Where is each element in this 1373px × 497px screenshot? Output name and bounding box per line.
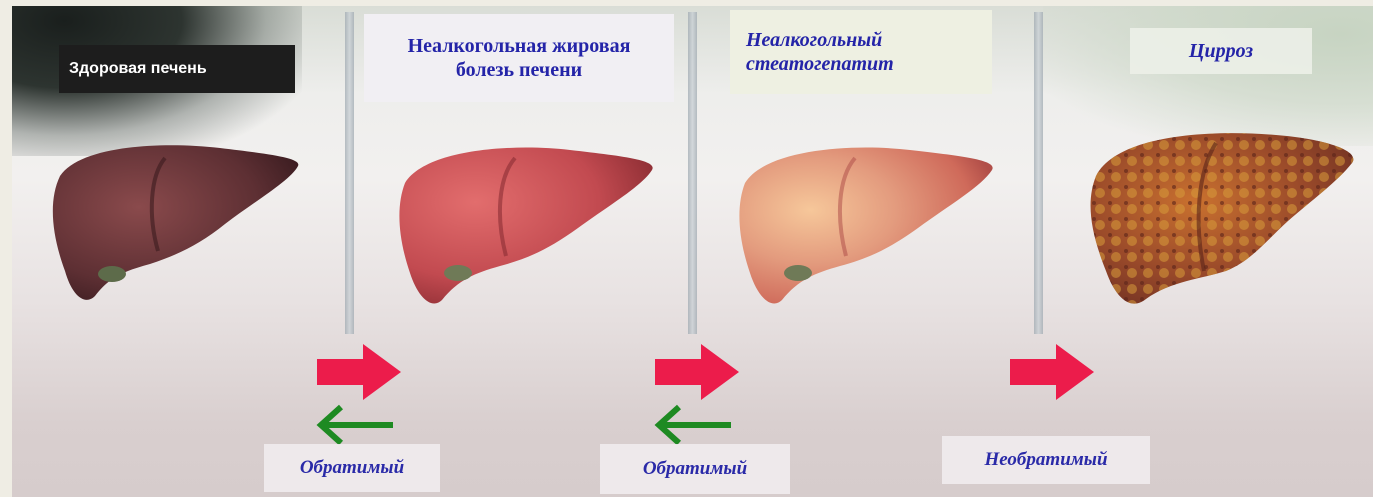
transition-label-1-text: Обратимый [300,457,404,479]
divider-3 [1034,12,1043,334]
forward-arrow-3 [1010,344,1095,400]
stage-title-nash-line1: Неалкогольный [746,28,882,52]
stage-title-healthy: Здоровая печень [59,45,295,93]
divider-1 [345,12,354,334]
transition-label-3: Необратимый [942,436,1150,484]
stage-title-healthy-text: Здоровая печень [69,60,207,78]
stage-title-nafld-line1: Неалкогольная жировая [364,34,674,58]
stage-title-nash: Неалкогольный стеатогепатит [730,10,992,94]
stage-title-nafld: Неалкогольная жировая болезь печени [364,14,674,102]
stage-title-nafld-line2: болезь печени [364,58,674,82]
transition-label-3-text: Необратимый [984,449,1107,471]
transition-label-1: Обратимый [264,444,440,492]
stage-title-cirrhosis: Цирроз [1130,28,1312,74]
transition-label-2: Обратимый [600,444,790,494]
forward-arrow-1 [317,344,402,400]
illustration-panel: Здоровая печень Неалкогольная жировая бо… [12,6,1373,497]
divider-2 [688,12,697,334]
backward-arrow-1 [315,403,395,447]
fatty-liver-image [390,138,660,308]
backward-arrow-2 [653,403,733,447]
steatohepatitis-liver-image [730,138,1000,308]
transition-label-2-text: Обратимый [643,458,747,480]
stage-title-cirrhosis-text: Цирроз [1130,39,1312,63]
cirrhosis-liver-image [1076,121,1366,316]
healthy-liver-image [40,136,310,306]
stage-title-nash-line2: стеатогепатит [746,52,894,76]
forward-arrow-2 [655,344,740,400]
